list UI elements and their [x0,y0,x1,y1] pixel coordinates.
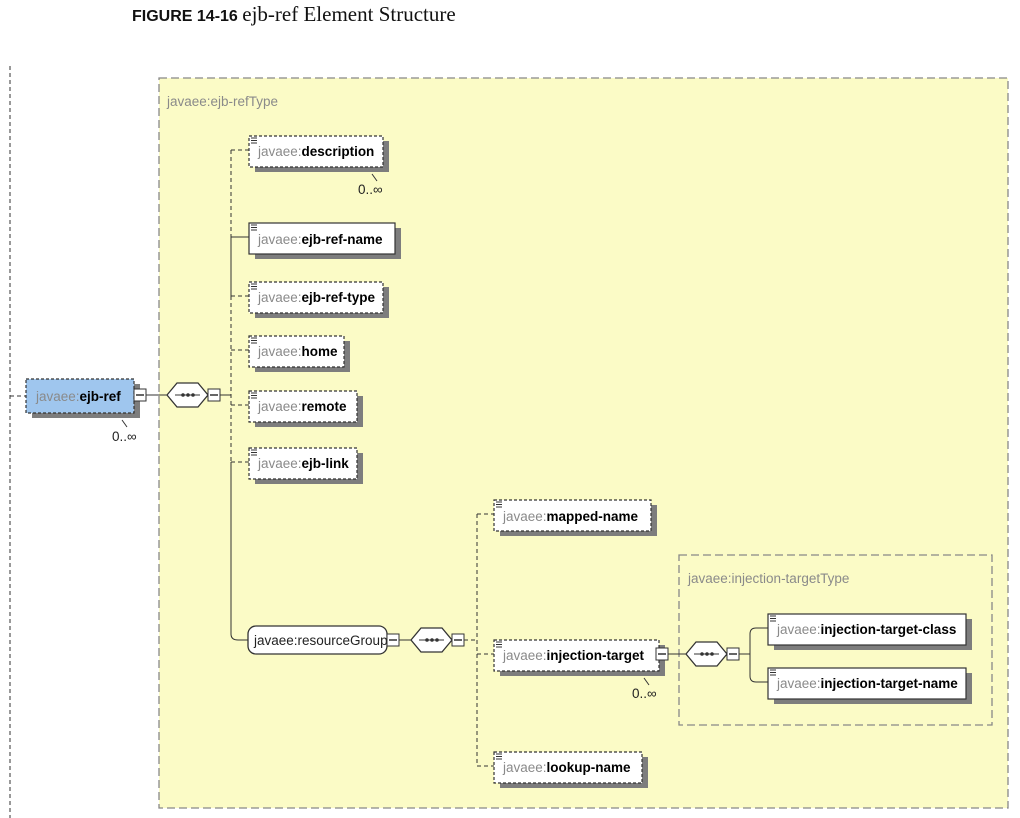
svg-text:javaee:description: javaee:description [257,144,374,159]
injection-targettype-label: javaee:injection-targetType [687,571,849,586]
sequence-2-toggle[interactable] [451,633,465,647]
svg-text:javaee:ejb-link: javaee:ejb-link [257,456,349,471]
root-cardinality: 0..∞ [112,429,137,444]
description-cardinality: 0..∞ [358,182,383,197]
element-injection-target-class[interactable]: javaee:injection-target-class [767,613,972,650]
svg-text:javaee:injection-target-name: javaee:injection-target-name [776,676,958,691]
resource-group-label: javaee:resourceGroup [253,633,388,648]
root-prefix: javaee: [35,389,80,404]
element-ejb-link[interactable]: javaee:ejb-link [248,447,363,484]
svg-text:javaee:mapped-name: javaee:mapped-name [502,509,639,524]
sequence-3-toggle[interactable] [726,647,740,661]
element-mapped-name[interactable]: javaee:mapped-name [493,499,657,536]
element-injection-target[interactable]: javaee:injection-target [493,639,665,676]
element-description[interactable]: javaee:description [248,135,389,172]
element-ejb-ref-type[interactable]: javaee:ejb-ref-type [248,281,389,318]
root-element-ejb-ref[interactable]: javaee:ejb-ref [25,378,140,418]
svg-text:javaee:home: javaee:home [257,344,338,359]
injection-target-cardinality-tick [643,677,650,686]
ejb-reftype-label: javaee:ejb-refType [166,94,278,109]
injection-targettype-box [678,554,993,726]
sequence-3-branch-name [749,654,768,683]
root-cardinality-tick [121,419,128,428]
svg-text:javaee:lookup-name: javaee:lookup-name [502,760,631,775]
element-home[interactable]: javaee:home [248,335,350,372]
svg-text:javaee:ejb-ref-type: javaee:ejb-ref-type [257,290,376,305]
svg-text:javaee:remote: javaee:remote [257,399,347,414]
svg-text:javaee:ejb-ref-name: javaee:ejb-ref-name [257,232,383,247]
svg-text:javaee:injection-target-class: javaee:injection-target-class [776,622,956,637]
group-resource-group[interactable]: javaee:resourceGroup [247,625,388,655]
sequence-1-toggle[interactable] [207,388,221,402]
sequence-compositor-3[interactable] [685,641,728,667]
element-lookup-name[interactable]: javaee:lookup-name [493,751,648,788]
svg-text:javaee:injection-target: javaee:injection-target [502,648,645,663]
root-box [25,378,135,414]
description-cardinality-tick [371,173,378,182]
resource-group-toggle[interactable] [386,633,400,647]
injection-target-cardinality: 0..∞ [632,686,657,701]
root-label: javaee:ejb-ref [35,389,121,404]
injection-target-toggle[interactable] [655,647,669,661]
root-collapse-toggle[interactable] [133,388,147,402]
figure-caption: FIGURE 14-16 ejb-ref Element Structure [132,2,456,27]
sequence-3-branch-class [749,627,768,654]
figure-title: ejb-ref Element Structure [242,2,456,26]
element-ejb-ref-name[interactable]: javaee:ejb-ref-name [248,222,401,259]
trunk-curve-to-resource-group [230,633,248,641]
figure-number: FIGURE 14-16 [132,8,238,25]
root-name: ejb-ref [80,389,122,404]
element-injection-target-name[interactable]: javaee:injection-target-name [767,667,972,704]
element-remote[interactable]: javaee:remote [248,390,363,427]
